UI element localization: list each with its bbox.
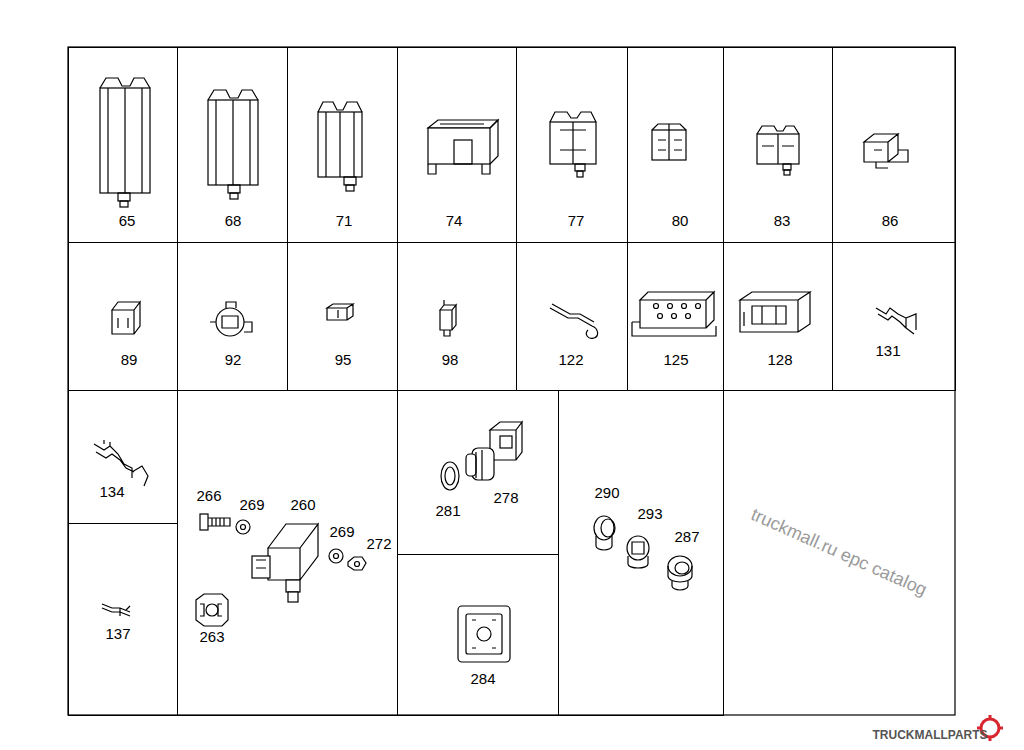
part-cell: 128 xyxy=(723,242,833,391)
callout-number: 263 xyxy=(198,629,225,644)
part-cell: 122 xyxy=(516,242,628,391)
nut-drawing xyxy=(348,557,366,570)
connector-drawing xyxy=(318,102,362,191)
switch-drawing xyxy=(252,524,318,602)
part-cell: 284 xyxy=(397,554,559,716)
callout-number: 68 xyxy=(224,213,243,228)
outer-frame xyxy=(68,47,955,715)
grommet-drawing xyxy=(594,516,615,550)
callout-number: 284 xyxy=(469,671,496,686)
connector-drawing xyxy=(440,300,456,336)
callout-number: 278 xyxy=(492,490,519,505)
watermark: truckmall.ru epc catalog xyxy=(749,505,930,599)
terminal-drawing xyxy=(876,308,916,334)
callout-number: 266 xyxy=(195,488,222,503)
part-cell: 95 xyxy=(287,242,398,391)
washer-drawing xyxy=(334,554,339,559)
part-cell: 266 269 260 269 272 263 xyxy=(177,390,398,716)
callout-number: 293 xyxy=(636,506,663,521)
callout-number: 92 xyxy=(224,352,243,367)
part-cell: 125 xyxy=(627,242,724,391)
connector-drawing xyxy=(100,78,150,207)
connector-drawing xyxy=(740,292,810,332)
part-cell: 131 xyxy=(832,242,956,391)
plug-drawing xyxy=(196,594,228,626)
connector-drawing xyxy=(112,302,140,334)
callout-number: 290 xyxy=(593,485,620,500)
seal-ring-drawing xyxy=(441,462,459,490)
part-cell: 290 293 287 xyxy=(558,390,724,716)
socket-drawing xyxy=(466,422,522,480)
logo-text: TRUCKMALLPARTS xyxy=(873,729,988,741)
washer-drawing xyxy=(236,520,250,534)
callout-number: 125 xyxy=(662,352,689,367)
part-cell: 137 xyxy=(68,523,178,716)
fitting-drawing xyxy=(668,556,692,590)
connector-drawing xyxy=(652,124,686,160)
part-cell: 92 xyxy=(177,242,288,391)
callout-number: 98 xyxy=(441,352,460,367)
connector-drawing xyxy=(327,304,353,320)
part-cell: 83 xyxy=(723,47,833,243)
part-cell: 68 xyxy=(177,47,288,243)
bolt-drawing xyxy=(200,514,230,530)
part-cell: 86 xyxy=(832,47,956,243)
part-cell: 74 xyxy=(397,47,517,243)
callout-number: 260 xyxy=(289,497,316,512)
connector-drawing xyxy=(632,292,716,336)
terminal-drawing xyxy=(550,304,598,338)
connector-drawing xyxy=(550,112,596,177)
part-cell: 65 xyxy=(68,47,178,243)
washer-drawing xyxy=(329,549,343,563)
connector-drawing xyxy=(864,134,908,168)
callout-number: 269 xyxy=(328,524,355,539)
washer-drawing xyxy=(241,525,246,530)
callout-number: 134 xyxy=(98,484,125,499)
callout-number: 131 xyxy=(874,343,901,358)
part-cell: 89 xyxy=(68,242,178,391)
bushing-drawing xyxy=(627,536,649,568)
part-cell: 281 278 xyxy=(397,390,559,555)
gasket-drawing xyxy=(458,606,510,662)
part-cell: 134 xyxy=(68,390,178,524)
callout-number: 86 xyxy=(881,213,900,228)
part-cell: 98 xyxy=(397,242,517,391)
part-cell: 80 xyxy=(627,47,724,243)
terminal-drawing xyxy=(102,604,130,616)
callout-number: 83 xyxy=(773,213,792,228)
connector-drawing xyxy=(428,120,498,174)
callout-number: 77 xyxy=(567,213,586,228)
connector-drawing xyxy=(210,302,252,336)
seal-ring-drawing xyxy=(445,467,455,485)
callout-number: 74 xyxy=(445,213,464,228)
callout-number: 137 xyxy=(104,626,131,641)
callout-number: 269 xyxy=(238,497,265,512)
callout-number: 80 xyxy=(671,213,690,228)
callout-number: 122 xyxy=(557,352,584,367)
callout-number: 65 xyxy=(118,213,137,228)
part-cell: 77 xyxy=(516,47,628,243)
callout-number: 272 xyxy=(365,536,392,551)
callout-number: 71 xyxy=(335,213,354,228)
part-cell: 71 xyxy=(287,47,398,243)
callout-number: 287 xyxy=(673,529,700,544)
callout-number: 281 xyxy=(434,503,461,518)
callout-number: 89 xyxy=(120,352,139,367)
connector-drawing xyxy=(208,90,258,199)
terminal-drawing xyxy=(94,440,148,486)
callout-number: 95 xyxy=(334,352,353,367)
connector-drawing xyxy=(757,126,799,175)
callout-number: 128 xyxy=(766,352,793,367)
